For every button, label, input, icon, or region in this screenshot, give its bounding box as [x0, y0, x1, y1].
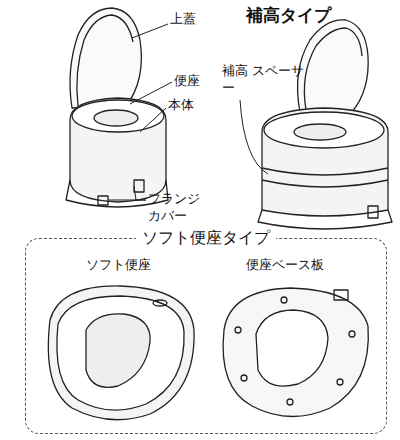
group-title: ソフト便座タイプ: [136, 228, 276, 247]
soft-seat: [48, 286, 194, 420]
part-label: 補高タイプ: [246, 4, 386, 26]
group-title-wrap: ソフト便座タイプ: [26, 227, 386, 249]
part-label: 補高 スペーサー: [222, 62, 306, 96]
part-label: 上蓋: [170, 10, 230, 27]
seat-base-plate: [223, 288, 368, 417]
part-label: フランジ カバー: [148, 190, 200, 224]
toilet-standard: [66, 8, 168, 207]
toilet-raised: [258, 20, 392, 229]
group-box: ソフト便座タイプ: [25, 238, 387, 434]
leader-lines: [108, 24, 268, 200]
part-label: 便座ベース板: [246, 256, 356, 273]
part-label: ソフト便座: [86, 256, 186, 273]
part-label: 本体: [168, 96, 228, 113]
